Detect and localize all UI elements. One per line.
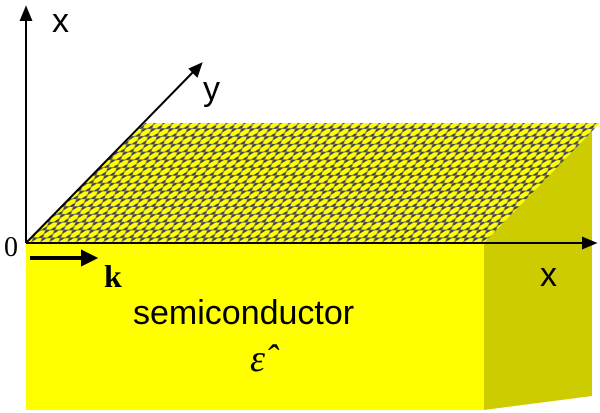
slab-side-face xyxy=(484,126,592,410)
graphene-sheet xyxy=(26,123,600,243)
depth-axis-arrowhead xyxy=(188,62,203,78)
depth-axis-label: y xyxy=(203,70,220,108)
vertical-axis-label: x xyxy=(52,2,69,40)
horizontal-axis-label: x xyxy=(540,256,557,294)
permittivity-symbol: ε̂ xyxy=(250,338,265,380)
horizontal-axis-arrowhead xyxy=(582,236,598,250)
wave-vector-label: k xyxy=(104,258,122,294)
depth-axis xyxy=(25,68,197,244)
slab-front-face xyxy=(26,243,484,410)
material-label: semiconductor xyxy=(133,294,355,332)
vertical-axis-arrowhead xyxy=(19,5,33,21)
origin-label: 0 xyxy=(4,232,18,263)
wave-vector-arrowhead xyxy=(81,249,99,267)
